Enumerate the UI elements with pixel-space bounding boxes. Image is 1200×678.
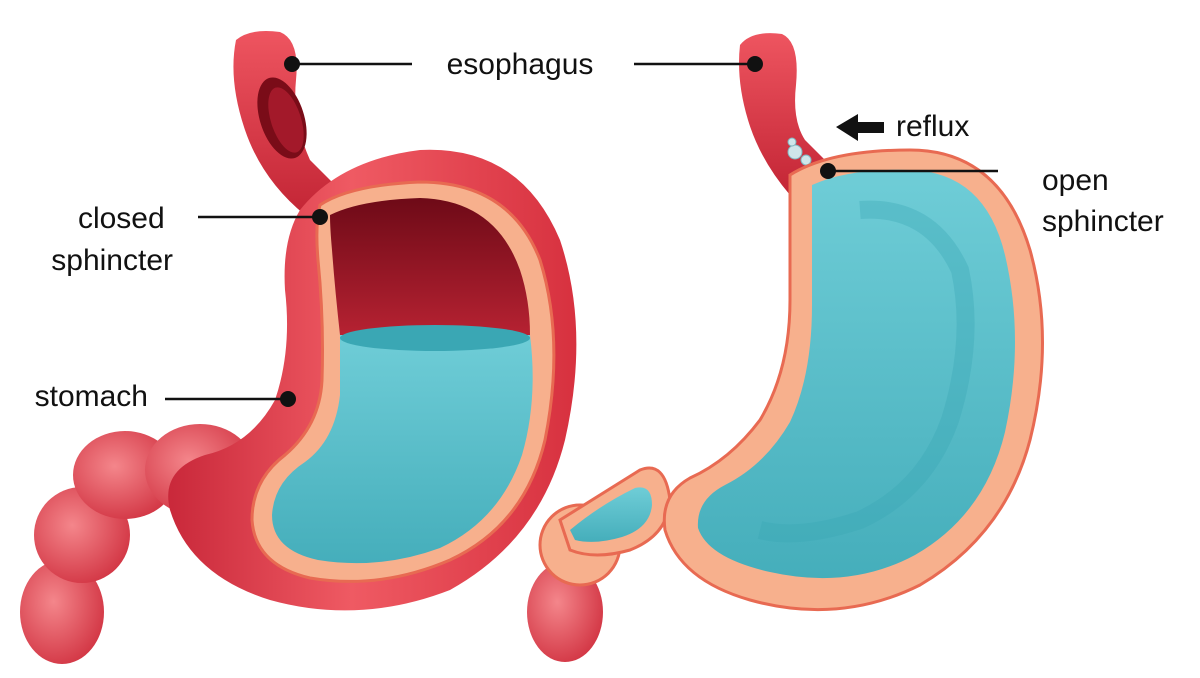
label-open-sphincter-group: open sphincter (820, 163, 1164, 238)
label-open-sphincter: open sphincter (1042, 164, 1164, 238)
right-stomach-fluid (697, 169, 1015, 579)
reflux-bubble (787, 137, 797, 147)
right-stomach-illustration (527, 33, 1044, 662)
right-esophagus (739, 33, 825, 195)
leader-dot (747, 56, 763, 72)
left-stomach-cavity (330, 198, 530, 335)
left-stomach-illustration (20, 31, 577, 664)
label-closed-sphincter-group: closed sphincter (51, 202, 328, 277)
left-fluid-surface (340, 325, 530, 351)
leader-dot (280, 391, 296, 407)
label-stomach: stomach (35, 380, 148, 413)
label-stomach-group: stomach (35, 380, 296, 413)
label-closed-sphincter: closed sphincter (51, 202, 173, 277)
label-esophagus: esophagus (447, 48, 594, 81)
label-esophagus-group: esophagus (284, 48, 763, 81)
leader-dot (284, 56, 300, 72)
label-reflux-group: reflux (836, 110, 969, 143)
reflux-arrow-icon (836, 114, 884, 141)
leader-dot (820, 163, 836, 179)
label-reflux: reflux (896, 110, 969, 143)
left-stomach-fluid (272, 335, 533, 564)
leader-dot (312, 209, 328, 225)
right-duodenum (527, 466, 672, 662)
reflux-bubble (800, 154, 812, 166)
reflux-bubble (787, 144, 803, 160)
